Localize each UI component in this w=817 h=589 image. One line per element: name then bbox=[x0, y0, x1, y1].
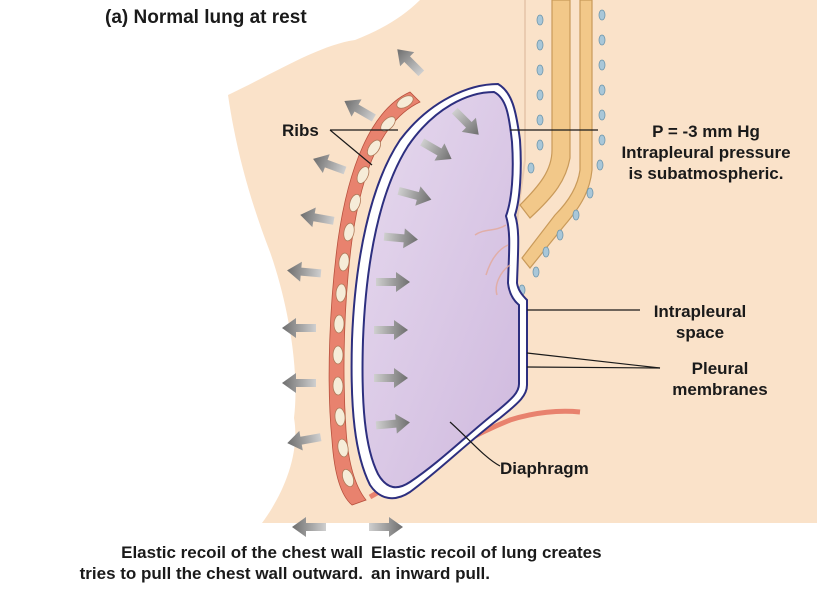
pressure-line-3: is subatmospheric. bbox=[596, 163, 816, 184]
pleural-membranes-label: Pleural membranes bbox=[655, 358, 785, 400]
chest-wall-caption-line-2: tries to pull the chest wall outward. bbox=[8, 563, 363, 584]
intrapleural-line-2: space bbox=[640, 322, 760, 343]
pressure-value: P = -3 mm Hg bbox=[596, 121, 816, 142]
chest-wall-recoil-caption: Elastic recoil of the chest wall tries t… bbox=[8, 542, 363, 584]
chest-wall bbox=[228, 0, 817, 523]
diaphragm-label: Diaphragm bbox=[500, 458, 589, 479]
pressure-label: P = -3 mm Hg Intrapleural pressure is su… bbox=[596, 121, 816, 184]
pleural-line-2: membranes bbox=[655, 379, 785, 400]
ribs-label: Ribs bbox=[282, 120, 319, 141]
chest-wall-caption-line-1: Elastic recoil of the chest wall bbox=[8, 542, 363, 563]
lung-caption-line-1: Elastic recoil of lung creates bbox=[371, 542, 602, 563]
lung-caption-line-2: an inward pull. bbox=[371, 563, 602, 584]
pressure-line-2: Intrapleural pressure bbox=[596, 142, 816, 163]
pleural-line-1: Pleural bbox=[655, 358, 785, 379]
intrapleural-space-label: Intrapleural space bbox=[640, 301, 760, 343]
lung-recoil-caption: Elastic recoil of lung creates an inward… bbox=[371, 542, 602, 584]
intrapleural-line-1: Intrapleural bbox=[640, 301, 760, 322]
figure-title: (a) Normal lung at rest bbox=[105, 7, 307, 28]
